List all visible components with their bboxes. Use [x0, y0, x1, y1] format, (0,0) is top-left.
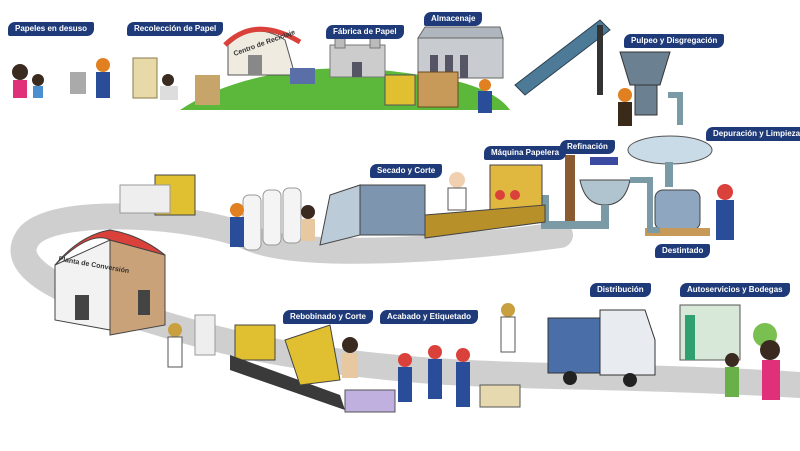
pallet-icon	[195, 75, 220, 105]
label-maquina-papelera: Máquina Papelera	[484, 146, 567, 160]
label-secado: Secado y Corte	[370, 164, 443, 178]
label-depuracion: Depuración y Limpieza	[706, 127, 800, 141]
delivery-truck	[547, 309, 656, 387]
workers-icon	[398, 345, 470, 407]
label-pulpeo: Pulpeo y Disgregación	[624, 34, 725, 48]
recycle-bin-icon	[70, 72, 86, 94]
cart-icon	[344, 389, 396, 413]
label-rebobinado: Rebobinado y Corte	[283, 310, 374, 324]
label-destintado: Destintado	[655, 244, 711, 258]
customers-icon	[725, 340, 780, 400]
deinking-tank	[645, 189, 710, 236]
label-almacenaje: Almacenaje	[424, 12, 483, 26]
forklift-rolls-icon	[119, 174, 196, 216]
rewinding-machine	[230, 324, 345, 410]
refiner-basin	[579, 179, 631, 206]
paper-machine	[424, 164, 546, 239]
warehouse-building	[417, 26, 504, 79]
pallets-icon	[417, 71, 459, 108]
drying-machine	[319, 184, 426, 246]
paper-rolls-small	[194, 314, 216, 356]
label-autoservicios: Autoservicios y Bodegas	[680, 283, 790, 297]
truck-icon	[290, 68, 315, 84]
paper-stack-icon	[132, 57, 158, 99]
recycling-center-building	[223, 26, 302, 76]
label-distribucion: Distribución	[590, 283, 651, 297]
pulper-machine	[619, 51, 671, 86]
conversion-plant-building	[54, 229, 166, 336]
cleaning-tank	[627, 135, 713, 165]
paper-factory-building	[329, 37, 386, 78]
conveyor-belt	[514, 19, 611, 96]
label-refinacion: Refinación	[560, 140, 615, 154]
forklift-icon	[384, 74, 416, 106]
label-recoleccion: Recolección de Papel	[127, 22, 224, 36]
people-icon	[12, 58, 110, 98]
paper-rolls-icon	[242, 187, 302, 251]
shopping-cart-icon	[479, 384, 521, 408]
label-fabrica: Fábrica de Papel	[326, 25, 404, 39]
label-acabado: Acabado y Etiquetado	[380, 310, 479, 324]
label-papeles-en-desuso: Papeles en desuso	[8, 22, 95, 36]
